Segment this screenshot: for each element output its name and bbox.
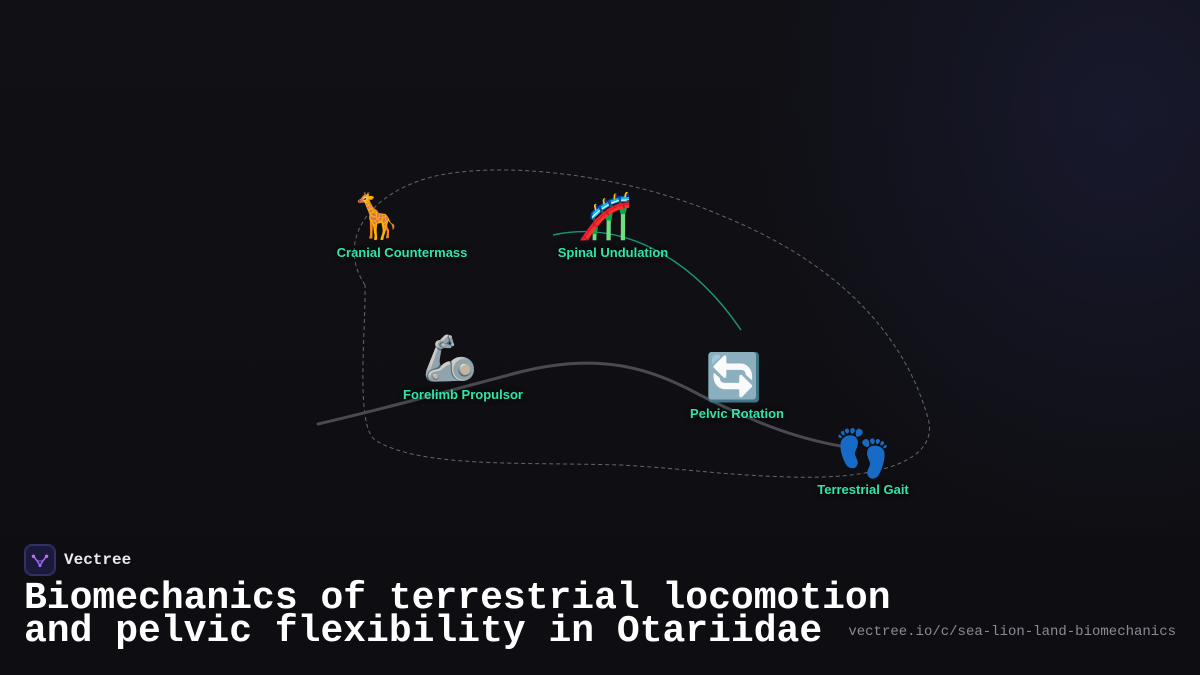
vectree-logo-icon bbox=[24, 544, 56, 576]
footprints-icon: 👣 bbox=[834, 426, 892, 480]
title-line-1: Biomechanics of terrestrial locomotion bbox=[24, 577, 891, 620]
source-url[interactable]: vectree.io/c/sea-lion-land-biomechanics bbox=[848, 624, 1176, 640]
node-forelimb-propulsor[interactable]: 🦾 Forelimb Propulsor bbox=[377, 333, 523, 403]
node-cranial-countermass[interactable]: 🦒 Cranial Countermass bbox=[285, 191, 468, 261]
brand: Vectree bbox=[24, 544, 131, 576]
node-terrestrial-gait[interactable]: 👣 Terrestrial Gait bbox=[817, 430, 909, 497]
page-title: Biomechanics of terrestrial locomotion a… bbox=[24, 577, 891, 653]
mechanical-arm-icon: 🦾 bbox=[422, 333, 478, 384]
cluster-boundary bbox=[353, 169, 930, 478]
node-label: Terrestrial Gait bbox=[817, 482, 909, 497]
node-label: Forelimb Propulsor bbox=[403, 387, 523, 402]
branch-path bbox=[552, 230, 742, 331]
node-pelvic-rotation[interactable]: 🔄 Pelvic Rotation bbox=[684, 354, 784, 421]
node-label: Cranial Countermass bbox=[336, 245, 468, 260]
giraffe-icon: 🦒 bbox=[348, 191, 404, 242]
node-label: Spinal Undulation bbox=[557, 245, 669, 260]
node-spinal-undulation[interactable]: 🎢 Spinal Undulation bbox=[542, 191, 669, 261]
roller-coaster-icon: 🎢 bbox=[577, 191, 633, 242]
rotation-arrows-icon: 🔄 bbox=[705, 350, 763, 404]
node-label: Pelvic Rotation bbox=[690, 406, 784, 421]
main-path bbox=[316, 361, 854, 450]
brand-name: Vectree bbox=[64, 551, 132, 569]
title-line-2: and pelvic flexibility in Otariidae bbox=[24, 610, 823, 653]
